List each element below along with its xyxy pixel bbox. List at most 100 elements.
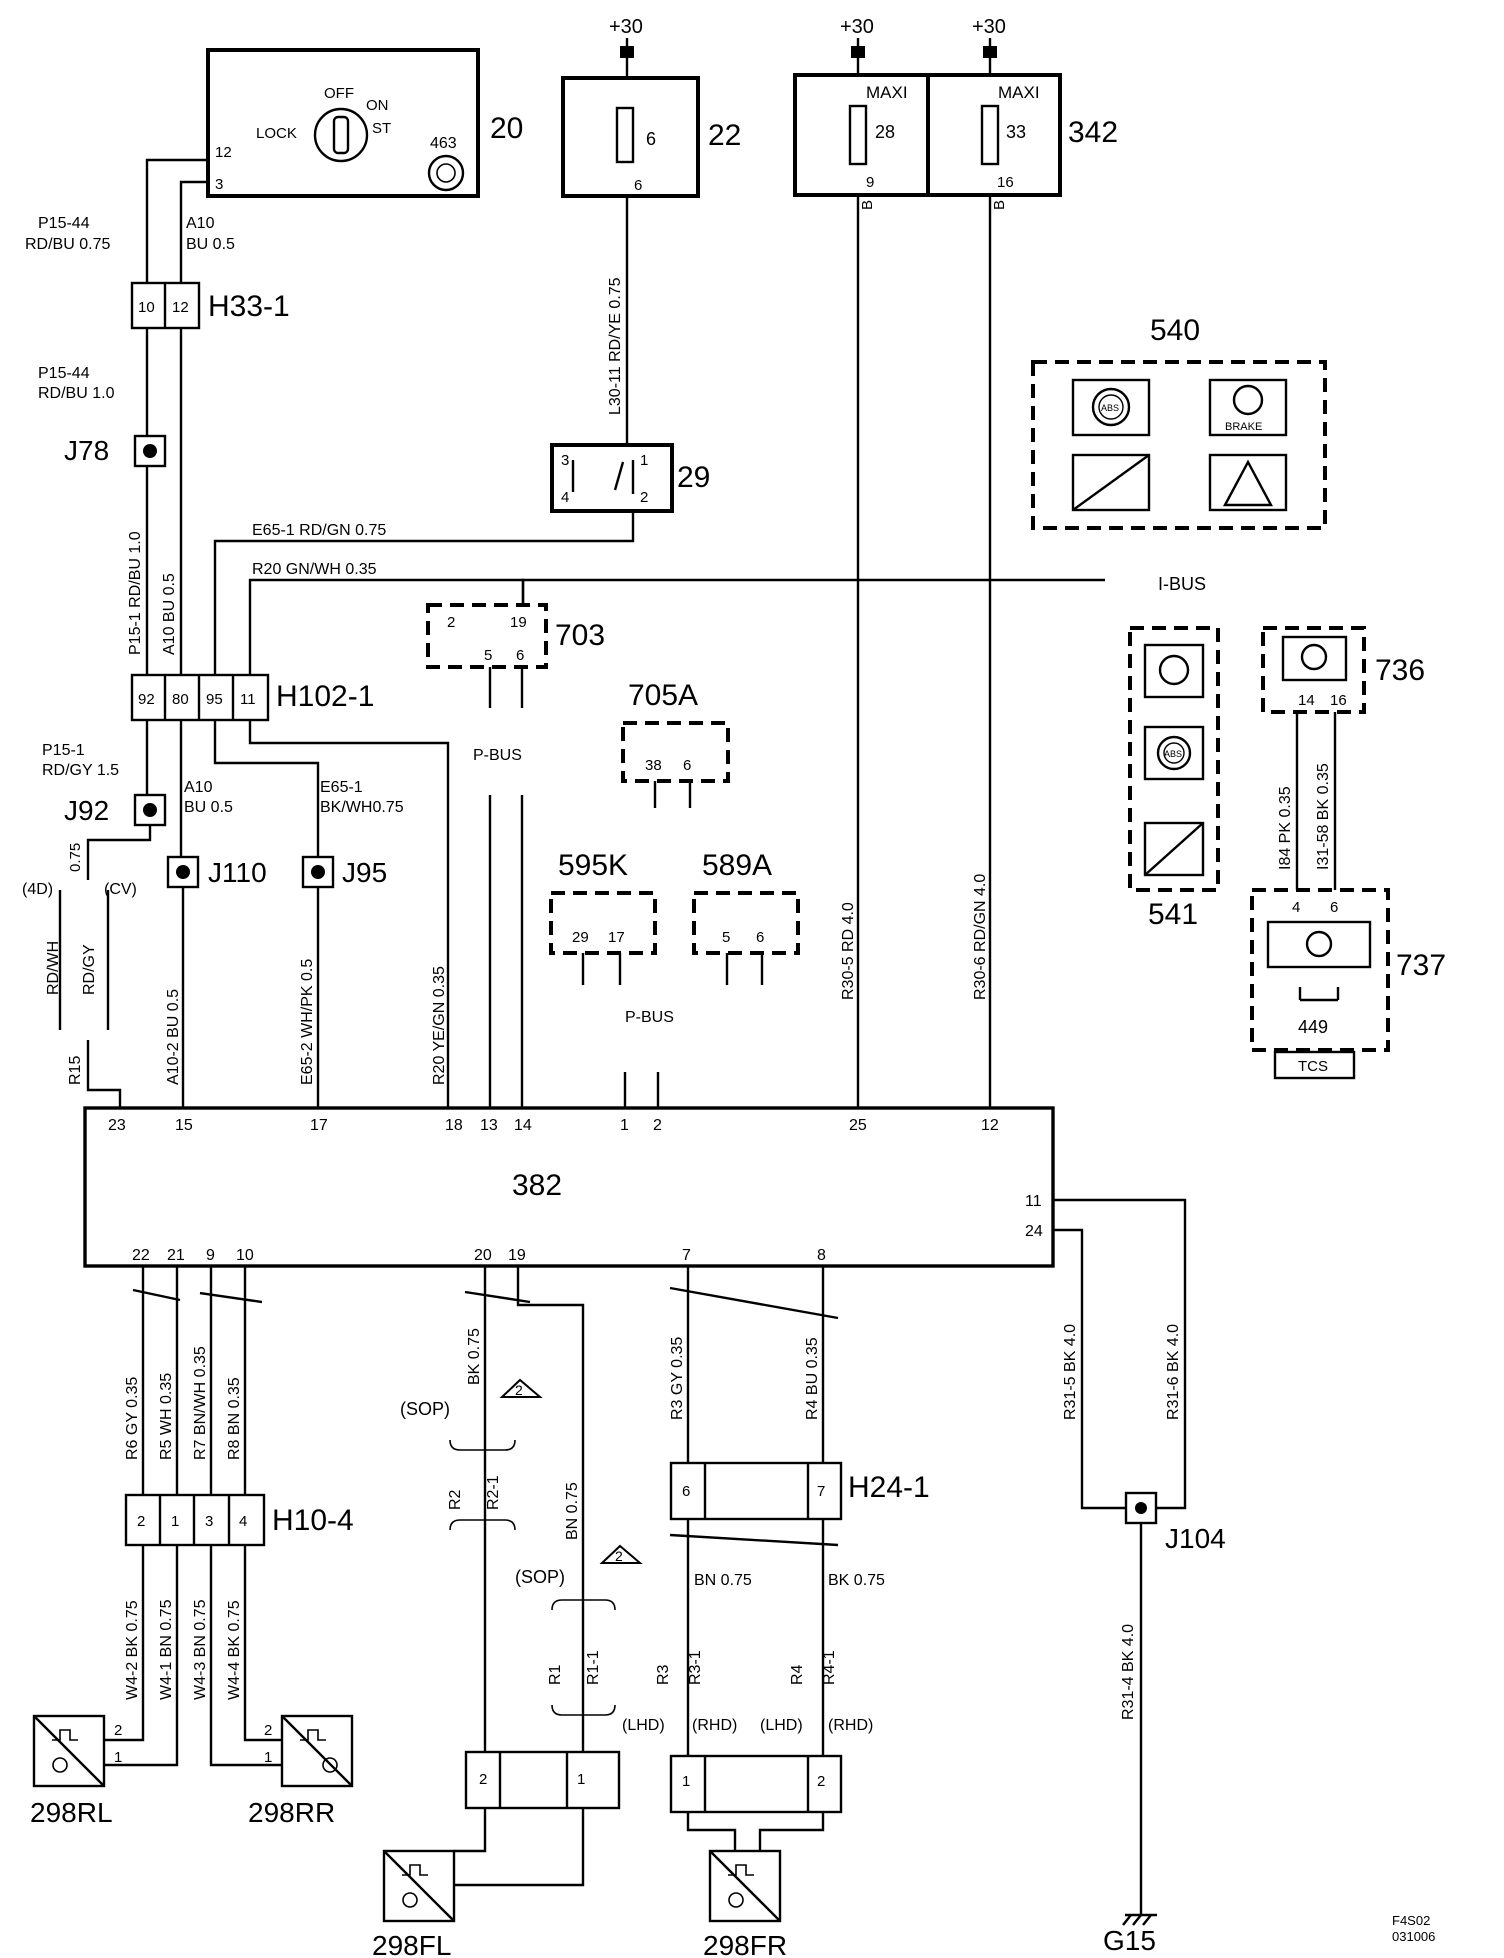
ecu-top-pin: 23 — [108, 1117, 126, 1134]
wire-r2-1: R2-1 — [485, 1475, 502, 1510]
ecu-top-pin: 17 — [310, 1117, 328, 1134]
wire-rdwh: RD/WH — [45, 941, 62, 995]
wire-bk075b: BK 0.75 — [828, 1572, 885, 1589]
m595k-pin-29: 29 — [572, 929, 589, 946]
wire-r7: R7 BN/WH 0.35 — [192, 1346, 209, 1460]
wire-r30-6: R30-6 RD/GN 4.0 — [972, 874, 989, 1000]
relay-pin-3: 3 — [561, 452, 569, 469]
pbus-label-b: P-BUS — [625, 1009, 674, 1026]
wire-a10-2: A10-2 BU 0.5 — [165, 989, 182, 1085]
wire-r20: R20 GN/WH 0.35 — [252, 561, 377, 578]
m737-tcs: TCS — [1298, 1058, 1328, 1075]
m737-pin-6: 6 — [1330, 899, 1338, 916]
ign-off: OFF — [324, 85, 354, 102]
ecu-bottom-pin: 19 — [508, 1247, 526, 1264]
ecu-pin-24: 24 — [1025, 1223, 1043, 1240]
m540-abs: ABS — [1101, 403, 1119, 413]
m737-449: 449 — [1298, 1017, 1328, 1037]
relay-pin-4: 4 — [561, 489, 569, 506]
maxi-label-a: MAXI — [866, 83, 908, 102]
fuse22-box — [561, 76, 700, 198]
ign-pin-12: 12 — [215, 144, 232, 161]
m703-pin-2: 2 — [447, 614, 455, 631]
ecu-bottom-pin: 7 — [682, 1247, 691, 1264]
rhd-label-a: (RHD) — [692, 1717, 737, 1734]
ecu-382-id: 382 — [512, 1169, 562, 1202]
wire-bu05b: BU 0.5 — [184, 799, 233, 816]
h102-pin-92: 92 — [138, 691, 155, 708]
m705a-pin-6: 6 — [683, 757, 691, 774]
connector-h10-id: H10-4 — [272, 1504, 354, 1537]
connector-h33-id: H33-1 — [208, 290, 290, 323]
ecu-bottom-pin: 20 — [474, 1247, 492, 1264]
label-4d: (4D) — [22, 881, 53, 898]
b-label-a: B — [859, 200, 876, 210]
fuse-28: 28 — [875, 122, 895, 142]
wire-r20v: R20 YE/GN 0.35 — [431, 966, 448, 1085]
wire-a10v: A10 BU 0.5 — [161, 573, 178, 655]
ign-pin-3: 3 — [215, 176, 223, 193]
wire-r30-5: R30-5 RD 4.0 — [840, 902, 857, 1000]
wire-w4-4: W4-4 BK 0.75 — [226, 1600, 243, 1700]
m595k-pin-17: 17 — [608, 929, 625, 946]
rr-pin-2: 2 — [264, 1722, 272, 1739]
sensor-298rl: 298RL — [30, 1797, 113, 1828]
module-541-id: 541 — [1148, 898, 1198, 931]
wire-r4-1: R4-1 — [821, 1650, 838, 1685]
ecu-top-pin: 12 — [981, 1117, 999, 1134]
module-703-id: 703 — [555, 619, 605, 652]
m703-pin-5: 5 — [484, 647, 492, 664]
wire-r31-6: R31-6 BK 4.0 — [1165, 1324, 1182, 1420]
wire-bk075: BK 0.75 — [466, 1328, 483, 1385]
m736-pin-16: 16 — [1330, 692, 1347, 709]
ground-g15: G15 — [1103, 1925, 1156, 1956]
splice-j95: J95 — [342, 857, 387, 888]
relay-pin-1: 1 — [640, 452, 648, 469]
wire-r8: R8 BN 0.35 — [226, 1377, 243, 1460]
module-737-box — [1250, 888, 1390, 1052]
b-label-b: B — [991, 200, 1008, 210]
wire-bn075: BN 0.75 — [694, 1572, 752, 1589]
wire-bn075v: BN 0.75 — [564, 1482, 581, 1540]
splice-j78: J78 — [64, 435, 109, 466]
wire-r1: R1 — [547, 1664, 564, 1685]
ecu-top-pin: 1 — [620, 1117, 629, 1134]
lhd-label-a: (LHD) — [622, 1717, 665, 1734]
wire-p15-1v: P15-1 RD/BU 1.0 — [127, 531, 144, 655]
rl-pin-1: 1 — [114, 1749, 122, 1766]
h33-pin-10: 10 — [138, 299, 155, 316]
sensor-298fr: 298FR — [703, 1930, 787, 1958]
ecu-bottom-pin: 9 — [206, 1247, 215, 1264]
component-22-id: 22 — [708, 119, 741, 152]
rl-pin-2: 2 — [114, 1722, 122, 1739]
m540-brake: BRAKE — [1225, 421, 1262, 433]
ecu-top-pin: 13 — [480, 1117, 498, 1134]
component-20-id: 20 — [490, 112, 523, 145]
wire-rdgy: RD/GY — [81, 944, 98, 995]
fuse22-no: 6 — [646, 129, 656, 149]
wire-rdbu075: RD/BU 0.75 — [25, 236, 110, 253]
ign-lock: LOCK — [256, 125, 297, 142]
fl-pin-2: 2 — [479, 1771, 487, 1788]
wire-bu05: BU 0.5 — [186, 236, 235, 253]
connector-fl-box — [464, 1750, 621, 1810]
h24-pin-6: 6 — [682, 1483, 690, 1500]
wire-w4-2: W4-2 BK 0.75 — [124, 1600, 141, 1700]
ecu-top-pin: 15 — [175, 1117, 193, 1134]
plus30-label-b: +30 — [840, 16, 874, 38]
fr-pin-2: 2 — [817, 1773, 825, 1790]
sop-label-a: (SOP) — [400, 1399, 450, 1419]
wire-e65-1: E65-1 RD/GN 0.75 — [252, 522, 386, 539]
h102-pin-95: 95 — [206, 691, 223, 708]
ign-on: ON — [366, 97, 389, 114]
rhd-label-b: (RHD) — [828, 1717, 873, 1734]
connector-h102-id: H102-1 — [276, 680, 374, 713]
wire-w4-3: W4-3 BN 0.75 — [192, 1599, 209, 1700]
ecu-top-pin: 2 — [653, 1117, 662, 1134]
wire-r15: R15 — [67, 1056, 84, 1085]
m703-pin-6: 6 — [516, 647, 524, 664]
ign-st: ST — [372, 120, 391, 137]
m736-pin-14: 14 — [1298, 692, 1315, 709]
connector-h24-box — [669, 1461, 843, 1521]
note-triangle-b: 2 — [615, 1548, 623, 1564]
